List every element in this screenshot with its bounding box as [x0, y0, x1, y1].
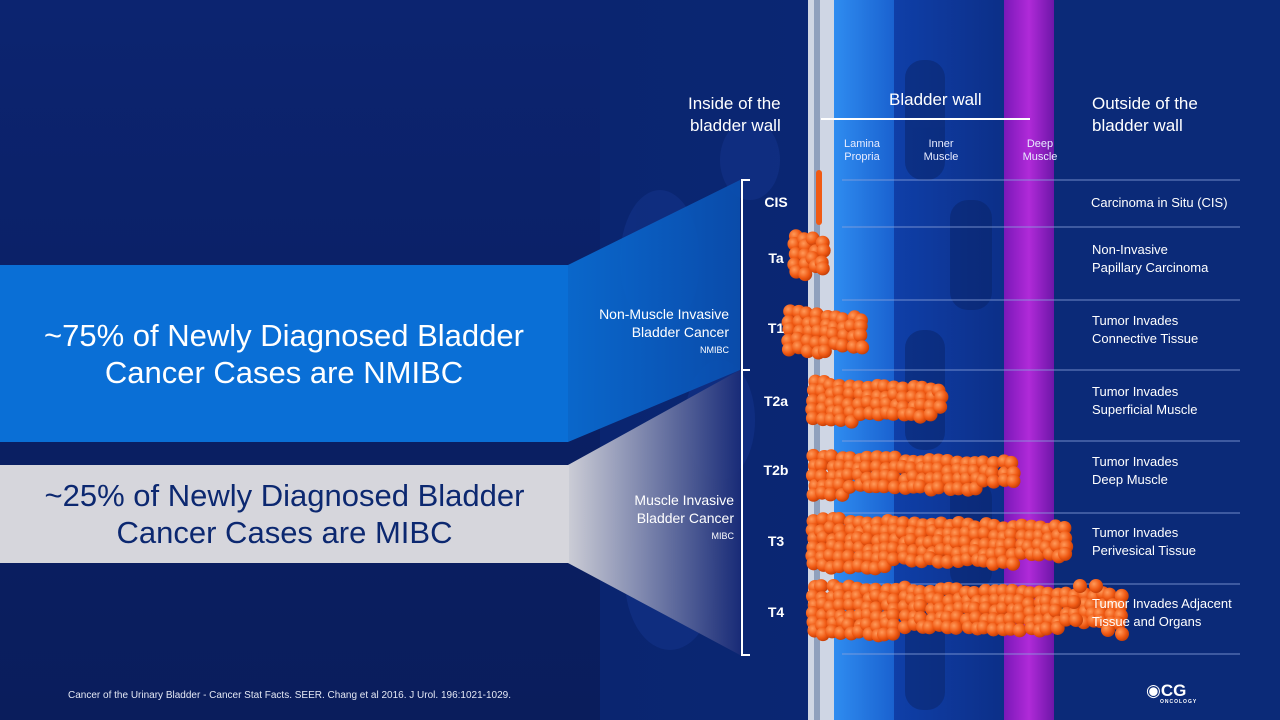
layer-inner-line1: Inner [928, 138, 954, 150]
desc-t1-line1: Tumor Invades [1092, 313, 1179, 328]
mibc-banner: ~25% of Newly Diagnosed Bladder Cancer C… [0, 465, 569, 563]
desc-ta-line2: Papillary Carcinoma [1092, 260, 1209, 275]
outside-header-line1: Outside of the [1092, 94, 1198, 113]
tumor-t1 [781, 304, 870, 360]
nmibc-group-line1: Non-Muscle Invasive [599, 306, 729, 322]
desc-t2a-line2: Superficial Muscle [1092, 402, 1198, 417]
cis-tumor [816, 170, 822, 225]
layer-inner-muscle: Inner Muscle [917, 138, 965, 164]
desc-t4: Tumor Invades Adjacent Tissue and Organs [1092, 595, 1232, 631]
layer-lamina-line2: Propria [844, 151, 880, 163]
layer-lamina-propria: Lamina Propria [838, 138, 886, 164]
desc-t3-line2: Perivesical Tissue [1092, 543, 1197, 558]
stage-t2b: T2b [763, 462, 789, 478]
nmibc-group-label: Non-Muscle Invasive Bladder Cancer NMIBC [599, 305, 729, 359]
stage-t3: T3 [767, 533, 785, 549]
desc-cis-line1: Carcinoma in Situ (CIS) [1091, 195, 1228, 210]
tumor-ta [787, 229, 831, 282]
desc-t2a-line1: Tumor Invades [1092, 384, 1179, 399]
stage-cis: CIS [764, 194, 788, 210]
logo-sub: ONCOLOGY [1160, 699, 1198, 705]
inside-header: Inside of the bladder wall [688, 93, 781, 137]
citation-footer: Cancer of the Urinary Bladder - Cancer S… [68, 690, 512, 701]
tumor-t2b [805, 448, 1021, 502]
desc-t3-line1: Tumor Invades [1092, 525, 1179, 540]
tumor-t3 [805, 511, 1074, 576]
layer-deep-line1: Deep [1026, 138, 1054, 150]
desc-cis: Carcinoma in Situ (CIS) [1091, 194, 1228, 212]
desc-t2b-line1: Tumor Invades [1092, 454, 1179, 469]
stage-ta: Ta [768, 250, 784, 266]
logo-mark-icon: ◉ [1146, 681, 1161, 700]
tumor-t4-extension [1067, 579, 1129, 641]
layer-deep-line2: Muscle [1022, 151, 1058, 163]
tumor-t2a [805, 374, 949, 429]
mibc-group-label: Muscle Invasive Bladder Cancer MIBC [634, 491, 734, 545]
mibc-group-abbr: MIBC [711, 531, 735, 541]
outside-header: Outside of the bladder wall [1092, 93, 1198, 137]
desc-t2b-line2: Deep Muscle [1092, 472, 1168, 487]
bladder-wall-header: Bladder wall [889, 90, 982, 109]
desc-t3: Tumor Invades Perivesical Tissue [1092, 524, 1196, 560]
desc-t1-line2: Connective Tissue [1092, 331, 1199, 346]
stage-t4: T4 [767, 604, 785, 620]
nmibc-banner-line1: ~75% of Newly Diagnosed Bladder [44, 317, 524, 353]
layer-lamina-line1: Lamina [843, 138, 881, 150]
mibc-banner-line1: ~25% of Newly Diagnosed Bladder [44, 478, 525, 513]
nmibc-banner-line2: Cancer Cases are NMIBC [104, 354, 464, 390]
desc-t2b: Tumor Invades Deep Muscle [1092, 453, 1178, 489]
desc-t4-line2: Tissue and Organs [1092, 614, 1202, 629]
desc-t2a: Tumor Invades Superficial Muscle [1092, 383, 1198, 419]
desc-ta-line1: Non-Invasive [1092, 242, 1168, 257]
nmibc-group-line2: Bladder Cancer [631, 324, 729, 340]
stage-t1: T1 [767, 320, 785, 336]
desc-t1: Tumor Invades Connective Tissue [1092, 312, 1198, 348]
outside-header-line2: bladder wall [1092, 116, 1183, 135]
stage-t2a: T2a [763, 393, 789, 409]
cg-oncology-logo: ◉CG ONCOLOGY [1146, 681, 1197, 705]
mibc-group-line1: Muscle Invasive [634, 492, 734, 508]
inside-header-line2: bladder wall [690, 116, 781, 135]
desc-t4-line1: Tumor Invades Adjacent [1092, 596, 1232, 611]
nmibc-banner: ~75% of Newly Diagnosed Bladder Cancer C… [0, 265, 568, 442]
logo-text: CG [1160, 681, 1187, 700]
desc-ta: Non-Invasive Papillary Carcinoma [1092, 241, 1208, 277]
layer-deep-muscle: Deep Muscle [1016, 138, 1064, 164]
bladder-wall-diagram [600, 0, 1280, 720]
group-connectors [568, 180, 740, 655]
inside-header-line1: Inside of the [688, 94, 781, 113]
nmibc-group-abbr: NMIBC [700, 345, 729, 355]
mibc-group-line2: Bladder Cancer [636, 510, 734, 526]
mibc-banner-line2: Cancer Cases are MIBC [116, 515, 453, 550]
layer-inner-line2: Muscle [923, 151, 959, 163]
